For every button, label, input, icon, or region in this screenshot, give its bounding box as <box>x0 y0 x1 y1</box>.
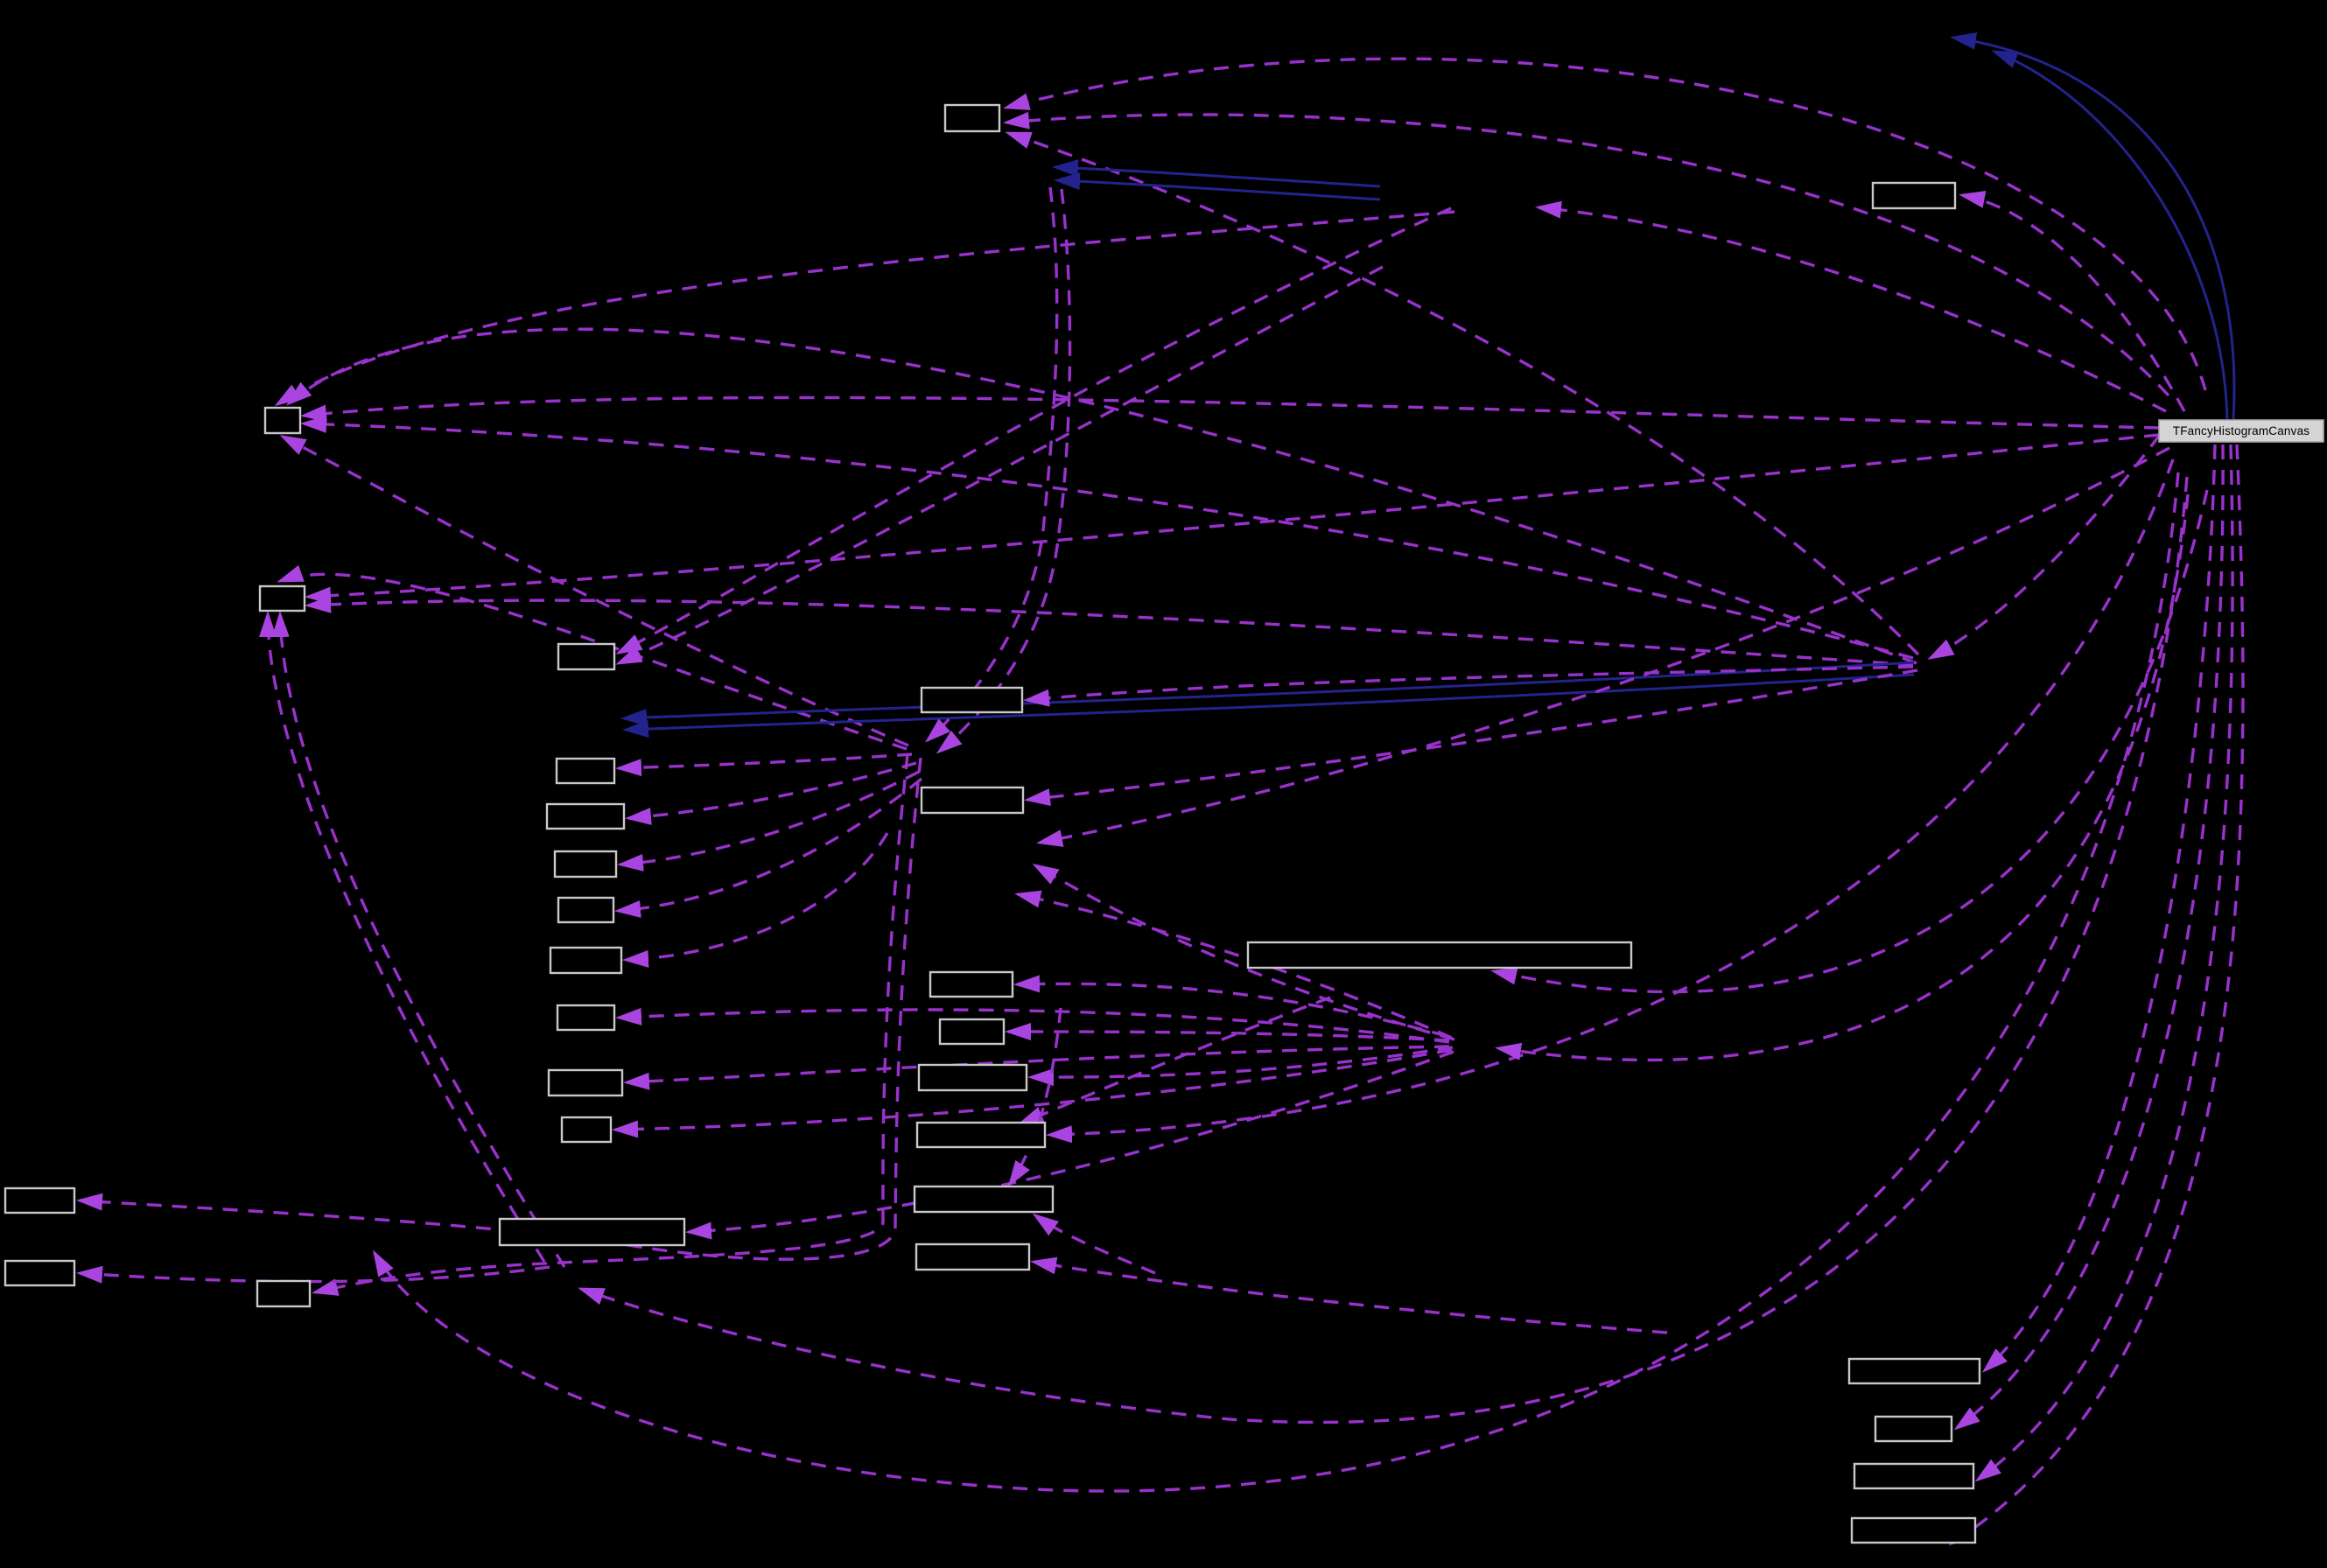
edge-usage-28 <box>615 1007 1450 1044</box>
edge-usage-42 <box>1007 1007 1062 1187</box>
edge-usage-8 <box>1959 191 2186 412</box>
edge-usage-49 <box>578 476 2189 1424</box>
edge-inheritance-7 <box>1991 50 2229 420</box>
node-layer <box>4 103 2324 1544</box>
edge-usage-57 <box>1974 444 2234 1482</box>
edge-usage-12 <box>305 595 1914 667</box>
edge-usage-56 <box>1953 444 2225 1431</box>
node-left-box-1[interactable] <box>263 406 302 435</box>
edge-usage-52 <box>76 1265 550 1284</box>
node-center-box-h[interactable] <box>915 1242 1031 1271</box>
edge-usage-44 <box>1030 1256 1668 1334</box>
edge-usage-37 <box>1013 975 1447 1038</box>
node-topright-box[interactable] <box>1871 181 1957 210</box>
edge-usage-2 <box>1005 131 1920 656</box>
edge-usage-11 <box>305 433 2160 605</box>
node-bottomright-box-1[interactable] <box>1847 1357 1981 1385</box>
edge-usage-15 <box>279 435 909 747</box>
edge-usage-32 <box>1023 665 1914 707</box>
edge-usage-34 <box>1036 446 2170 847</box>
node-bottomright-box-3[interactable] <box>1853 1462 1975 1490</box>
edge-usage-51 <box>76 757 922 1261</box>
edge-usage-38 <box>1005 1023 1450 1042</box>
node-col-box-e[interactable] <box>557 896 615 924</box>
edge-inheritance-5 <box>1054 172 1381 201</box>
edge-inheritance-6 <box>1950 32 2236 420</box>
node-col-box-i[interactable] <box>560 1116 613 1144</box>
edge-usage-27 <box>622 832 889 968</box>
edge-usage-14 <box>285 327 1917 665</box>
node-top-box[interactable] <box>943 103 1001 133</box>
edge-usage-41 <box>1017 996 1331 1125</box>
edge-usage-25 <box>617 770 920 872</box>
edge-usage-13 <box>274 210 1455 407</box>
node-col-box-h[interactable] <box>547 1068 624 1097</box>
edge-usage-0 <box>1003 57 2207 391</box>
node-col-box-g[interactable] <box>556 1004 616 1032</box>
node-col-box-b[interactable] <box>555 757 616 785</box>
edge-usage-29 <box>623 1045 1450 1090</box>
node-center-box-g[interactable] <box>913 1185 1055 1214</box>
node-center-box-c[interactable] <box>929 970 1014 998</box>
node-long-center-box[interactable] <box>1246 941 1633 970</box>
edge-usage-10 <box>300 415 1914 660</box>
edge-usage-26 <box>614 777 923 918</box>
edge-usage-47 <box>1927 433 2162 660</box>
node-left-box-2[interactable] <box>258 584 306 612</box>
edge-usage-48 <box>372 472 2180 1493</box>
edge-usage-1 <box>1003 111 2170 397</box>
edge-usage-9 <box>300 396 2160 430</box>
edge-usage-3 <box>1535 200 2167 413</box>
edge-usage-18 <box>277 564 908 751</box>
node-bottomleft-box-3[interactable] <box>256 1279 312 1308</box>
edge-usage-22 <box>615 265 1384 665</box>
node-center-box-a[interactable] <box>920 686 1024 714</box>
edge-usage-33 <box>1024 668 1918 807</box>
node-col-box-c[interactable] <box>545 802 626 830</box>
edge-usage-30 <box>612 1048 1453 1138</box>
node-fancy-histogram-canvas[interactable] <box>2158 419 2324 443</box>
edge-usage-36 <box>1014 890 1453 1040</box>
node-center-box-d[interactable] <box>938 1018 1006 1046</box>
edge-usage-58 <box>1948 444 2245 1546</box>
node-bottomleft-box-2[interactable] <box>4 1259 76 1287</box>
edge-inheritance-4 <box>1052 159 1381 188</box>
edge-usage-39 <box>1027 1046 1454 1087</box>
node-long-left-box[interactable] <box>498 1217 686 1247</box>
labeled-class-node[interactable]: TFancyHistogramCanvas <box>2172 424 2310 438</box>
edge-inheritance-19 <box>620 661 1915 726</box>
node-bottomright-box-4[interactable] <box>1850 1516 1977 1544</box>
edge-usage-31 <box>685 1050 1454 1240</box>
edge-usage-23 <box>615 752 913 777</box>
edge-layer <box>76 32 2245 1546</box>
edge-usage-24 <box>625 761 917 825</box>
node-col-box-d[interactable] <box>553 850 618 878</box>
edge-usage-55 <box>1982 444 2217 1373</box>
edge-usage-21 <box>615 206 1452 654</box>
edge-usage-53 <box>925 186 1059 743</box>
edge-usage-45 <box>1490 489 2209 994</box>
node-col-box-a[interactable] <box>557 642 616 671</box>
node-bottomleft-box-1[interactable] <box>4 1186 76 1214</box>
node-bottomright-box-2[interactable] <box>1874 1415 1953 1443</box>
edge-usage-17 <box>271 611 566 1268</box>
edge-usage-50 <box>312 753 909 1296</box>
node-center-box-f[interactable] <box>915 1121 1047 1149</box>
edge-usage-46 <box>1495 494 2190 1062</box>
edge-inheritance-20 <box>622 673 1915 738</box>
edge-usage-16 <box>259 611 546 1263</box>
node-center-box-b[interactable] <box>920 786 1025 815</box>
edge-usage-54 <box>936 188 1072 754</box>
edge-usage-35 <box>1032 863 1455 1041</box>
node-col-box-f[interactable] <box>549 946 623 975</box>
node-center-box-e[interactable] <box>917 1063 1028 1092</box>
